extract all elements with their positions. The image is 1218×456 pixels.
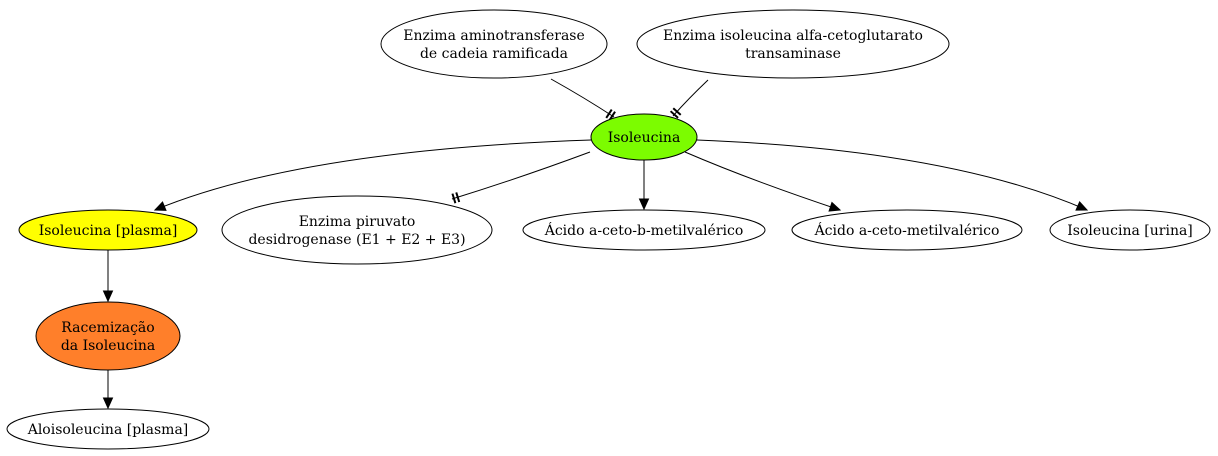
node-label: Isoleucina (608, 130, 681, 146)
node-ellipse (522, 209, 766, 251)
tee-bar (669, 110, 679, 119)
arrowhead (1075, 200, 1089, 211)
arrowhead (102, 397, 114, 410)
node-label: desidrogenase (E1 + E2 + E3) (248, 232, 465, 248)
edge-racemizacao-to-aloisoleucina_plasma (102, 370, 114, 410)
tee-bar (672, 107, 682, 116)
node-label: Enzima aminotransferase (403, 28, 585, 44)
node-label: Isoleucina [plasma] (39, 223, 178, 239)
node-label: da Isoleucina (61, 338, 155, 354)
edge-isoleucina-to-acido_keto_b (638, 160, 650, 211)
edges-layer (102, 78, 1089, 410)
node-enzima-isoleucina-alfa: Enzima isoleucina alfa-cetoglutarato tran… (636, 9, 950, 79)
edge-line (154, 139, 592, 211)
node-enzima-piruvato: Enzima piruvato desidrogenase (E1 + E2 + … (221, 195, 493, 265)
edge-enzima_aminotransferase-to-isoleucina (550, 78, 616, 121)
node-label: Racemização (61, 320, 154, 336)
node-isoleucina-plasma: Isoleucina [plasma] (18, 209, 198, 251)
edge-enzima_isoleucina_alfa-to-isoleucina (669, 79, 709, 119)
tee-bar (455, 192, 461, 203)
edge-isoleucina-to-isoleucina_urina (696, 139, 1089, 211)
edge-line (696, 139, 1088, 211)
arrowhead (828, 201, 842, 212)
node-label: Isoleucina [urina] (1067, 223, 1193, 239)
tee-bar (451, 193, 457, 204)
node-ellipse (6, 408, 210, 450)
node-label: Ácido a-ceto-metilvalérico (814, 221, 1000, 239)
node-enzima-aminotransferase: Enzima aminotransferase de cadeia ramific… (380, 9, 608, 79)
node-ellipse (590, 113, 698, 161)
node-ellipse (1049, 209, 1211, 251)
node-label: de cadeia ramificada (420, 46, 568, 62)
node-ellipse (18, 209, 198, 251)
edge-isoleucina-to-acido_keto (684, 151, 842, 212)
edge-isoleucina-to-isoleucina_plasma (153, 139, 592, 211)
edge-line (451, 151, 591, 200)
node-label: transaminase (745, 46, 841, 62)
node-isoleucina: Isoleucina (590, 113, 698, 161)
node-label: Ácido a-ceto-b-metilvalérico (544, 221, 744, 239)
arrowhead (638, 198, 650, 211)
tee-bar (605, 108, 613, 119)
edge-isoleucina-to-enzima_piruvato (451, 151, 591, 204)
arrowhead (153, 201, 167, 211)
node-ellipse (35, 301, 181, 371)
nodes-layer: Enzima aminotransferase de cadeia ramific… (6, 9, 1211, 450)
node-label: Enzima piruvato (299, 214, 416, 230)
node-label: Aloisoleucina [plasma] (27, 422, 189, 438)
node-aloisoleucina-plasma: Aloisoleucina [plasma] (6, 408, 210, 450)
node-acido-keto: Ácido a-ceto-metilvalérico (791, 209, 1023, 251)
node-racemizacao: Racemização da Isoleucina (35, 301, 181, 371)
edge-line (684, 151, 841, 211)
node-acido-keto-b: Ácido a-ceto-b-metilvalérico (522, 209, 766, 251)
node-ellipse (221, 195, 493, 265)
arrowhead (102, 290, 114, 303)
node-ellipse (791, 209, 1023, 251)
edge-line (672, 79, 709, 117)
node-label: Enzima isoleucina alfa-cetoglutarato (663, 28, 923, 44)
node-ellipse (636, 9, 950, 79)
edge-isoleucina_plasma-to-racemizacao (102, 250, 114, 303)
node-isoleucina-urina: Isoleucina [urina] (1049, 209, 1211, 251)
node-ellipse (380, 9, 608, 79)
edge-line (550, 78, 615, 118)
